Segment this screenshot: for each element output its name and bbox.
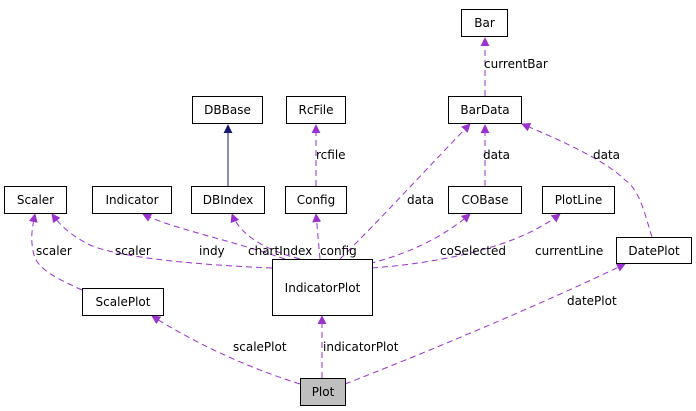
edge-indicatorplot-to-cobase — [349, 213, 471, 269]
node-label: DBIndex — [202, 193, 254, 207]
edge-indicatorplot-to-dbindex — [230, 213, 301, 260]
node-label: Bar — [474, 16, 495, 30]
edge-label-date-plot: datePlot — [567, 294, 617, 308]
node-label: Plot — [311, 385, 335, 399]
node-dateplot[interactable]: DatePlot — [616, 237, 692, 264]
edge-plot-to-dateplot — [344, 263, 626, 385]
edge-dateplot-to-bardata — [521, 122, 653, 238]
node-label: IndicatorPlot — [284, 280, 361, 295]
node-label: ScalePlot — [95, 295, 151, 309]
edge-label-data-cobase: data — [483, 148, 511, 162]
edge-scaleplot-to-scaler — [28, 213, 83, 291]
edge-label-scaler-scaleplot: scaler — [36, 244, 72, 258]
node-bar[interactable]: Bar — [461, 9, 508, 37]
node-scaleplot[interactable]: ScalePlot — [82, 288, 164, 316]
node-label: Indicator — [105, 193, 159, 207]
edge-label-co-selected: coSelected — [440, 244, 506, 258]
edge-label-data-indicatorplot: data — [407, 193, 435, 207]
node-label: Scaler — [16, 193, 55, 207]
node-label: RcFile — [298, 103, 334, 117]
edge-label-current-line: currentLine — [535, 244, 604, 258]
node-label: DBBase — [204, 103, 251, 117]
edge-label-indicator-plot: indicatorPlot — [323, 340, 399, 354]
edge-label-current-bar: currentBar — [484, 57, 548, 71]
edge-label-rcfile: rcfile — [316, 148, 346, 162]
node-label: PlotLine — [554, 193, 603, 207]
edge-indicatorplot-to-indicator — [142, 213, 286, 260]
node-config[interactable]: Config — [285, 186, 347, 214]
node-label: DatePlot — [628, 243, 680, 258]
node-scaler[interactable]: Scaler — [4, 186, 67, 214]
edge-label-indy: indy — [199, 244, 225, 258]
edge-label-config: config — [320, 244, 357, 258]
node-dbindex[interactable]: DBIndex — [191, 186, 265, 214]
node-bardata[interactable]: BarData — [448, 96, 522, 124]
node-indicator[interactable]: Indicator — [92, 186, 172, 214]
node-rcfile[interactable]: RcFile — [286, 96, 346, 124]
edge-indicatorplot-to-config — [312, 213, 322, 260]
node-label: BarData — [460, 103, 510, 117]
node-cobase[interactable]: COBase — [448, 186, 522, 214]
edge-label-scaler-indicatorplot: scaler — [115, 244, 151, 258]
edge-label-data-dateplot: data — [593, 148, 621, 162]
edge-indicatorplot-to-plotline — [371, 213, 561, 269]
node-label: Config — [296, 193, 336, 207]
edge-indicatorplot-to-scaler — [51, 213, 273, 269]
node-indicatorplot[interactable]: IndicatorPlot — [272, 259, 373, 316]
node-plotline[interactable]: PlotLine — [542, 186, 615, 214]
edge-indicatorplot-to-bardata — [339, 123, 471, 260]
node-label: COBase — [461, 193, 509, 207]
edge-plot-to-scaleplot — [151, 315, 301, 385]
node-dbbase[interactable]: DBBase — [192, 96, 263, 124]
edge-label-chart-index: chartIndex — [248, 244, 313, 258]
node-plot[interactable]: Plot — [300, 378, 346, 406]
edge-label-scale-plot: scalePlot — [233, 340, 287, 354]
